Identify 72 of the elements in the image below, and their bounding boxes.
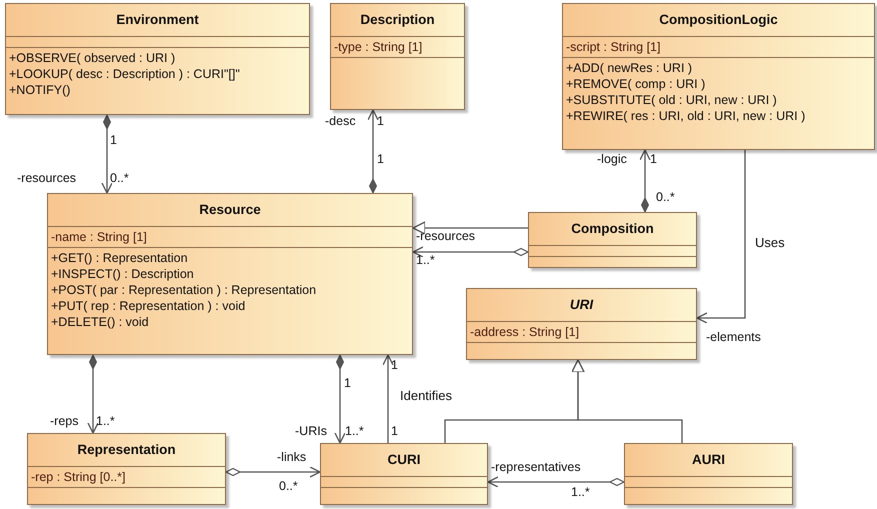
association-end-label: -URIs [295,424,327,438]
edge-label: Identifies [400,388,452,403]
association-end-label: -desc [325,114,356,128]
operation-text: +POST( par : Representation ) : Representation [51,282,316,298]
class-name: Environment [116,12,199,27]
class-box [466,288,697,360]
attribute-text: -script : String [1] [566,39,660,55]
association-end-label: 0..* [279,479,298,493]
association-end-label: -representatives [491,460,581,474]
operation-text: +GET() : Representation [51,250,188,266]
composition-line [639,149,651,212]
class-name: Resource [199,202,261,217]
association-end-label: 1 [110,133,117,147]
association-end-label: 1 [391,358,398,372]
operation-text: +REMOVE( comp : URI ) [566,76,706,92]
class-name: URI [570,297,594,312]
operation-text: +LOOKUP( desc : Description ) : CURI"[]" [9,66,240,82]
generalization-arrow [571,359,683,443]
association-end-label: 1 [344,376,351,390]
association-end-label: 1 [377,152,384,166]
association-end-label: -resources [17,171,76,185]
association-end-label: 1..* [571,485,590,499]
class-name: Representation [77,442,176,457]
class-box [330,3,465,110]
composition-line [101,114,113,194]
aggregation-line [412,246,529,258]
operation-text: +REWIRE( res : URI, old : URI, new : URI ) [566,108,806,124]
edge-label: Uses [755,235,785,250]
class-name: Composition [571,221,654,236]
operation-text: +NOTIFY() [9,82,70,98]
operation-text: +INSPECT() : Description [51,266,194,282]
association-end-label: -resources [416,229,476,243]
aggregation-line [487,476,625,488]
class-name: CompositionLogic [659,12,778,27]
association-end-label: 1 [650,152,657,166]
association-end-label: -logic [597,152,627,166]
composition-line [367,109,379,194]
composition-line [334,354,346,444]
operation-text: +PUT( rep : Representation ) : void [51,298,246,314]
class-box [624,443,793,505]
attribute-text: -name : String [1] [51,229,147,245]
attribute-text: -rep : String [0..*] [31,469,126,485]
operation-text: +ADD( newRes : URI ) [566,60,692,76]
association-end-label: -links [277,450,306,464]
association-end-label: 1..* [96,414,115,428]
operation-text: +OBSERVE( observed : URI ) [9,50,176,66]
association-arrow [382,354,394,443]
class-name: Description [360,12,435,27]
operation-text: +DELETE() : void [51,314,149,330]
class-box [5,3,310,115]
association-end-label: 0..* [110,171,129,185]
class-box [27,433,226,505]
class-box [47,193,413,355]
class-box [528,212,697,268]
operation-text: +SUBSTITUTE( old : URI, new : URI ) [566,92,777,108]
association-end-label: 0..* [656,190,675,204]
association-end-label: 1 [391,424,398,438]
association-end-label: 1..* [345,424,364,438]
association-end-label: 1..* [416,253,435,267]
class-name: CURI [388,452,420,467]
association-arrow [696,150,746,324]
attribute-text: -address : String [1] [470,324,580,340]
association-end-label: 1 [377,114,384,128]
generalization-arrow [412,221,528,235]
association-end-label: -elements [706,330,761,344]
class-name: AURI [692,452,725,467]
attribute-text: -type : String [1] [334,39,422,55]
composition-line [87,354,99,434]
class-box [562,3,875,150]
aggregation-line [225,466,321,478]
association-end-label: -reps [50,414,78,428]
class-box [320,443,488,505]
